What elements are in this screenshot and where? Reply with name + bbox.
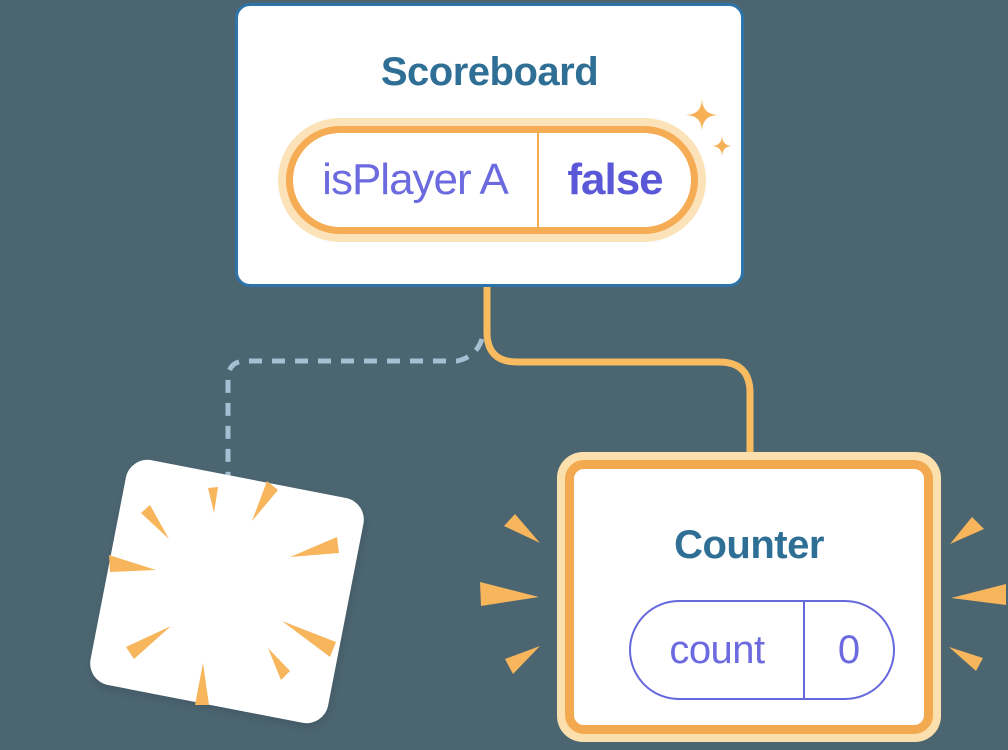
state-pill-divider xyxy=(803,602,805,698)
scoreboard-title: Scoreboard xyxy=(380,50,599,94)
state-value-label: false xyxy=(567,155,663,204)
state-key-label: count xyxy=(669,627,765,672)
scoreboard-component-card: Scoreboard isPlayer A false xyxy=(235,3,744,287)
counter-state-pill: count 0 xyxy=(629,600,895,700)
connector-scoreboard-to-destroyed-dashed xyxy=(225,338,485,520)
connector-scoreboard-to-counter xyxy=(483,285,754,465)
scoreboard-state-pill-inner: isPlayer A false xyxy=(286,126,698,234)
counter-component-card: Counter count 0 xyxy=(557,452,941,742)
state-pill-divider xyxy=(537,133,539,227)
sparkle-icon xyxy=(685,98,733,157)
destroyed-component-card xyxy=(86,456,368,727)
counter-component-card-inner: Counter count 0 xyxy=(565,460,933,734)
explosion-icon xyxy=(109,481,339,705)
burst-icon xyxy=(480,514,1006,674)
counter-title: Counter xyxy=(674,523,824,567)
scoreboard-state-pill: isPlayer A false xyxy=(278,118,706,242)
state-key-label: isPlayer A xyxy=(322,155,509,204)
state-value-label: 0 xyxy=(837,627,861,672)
